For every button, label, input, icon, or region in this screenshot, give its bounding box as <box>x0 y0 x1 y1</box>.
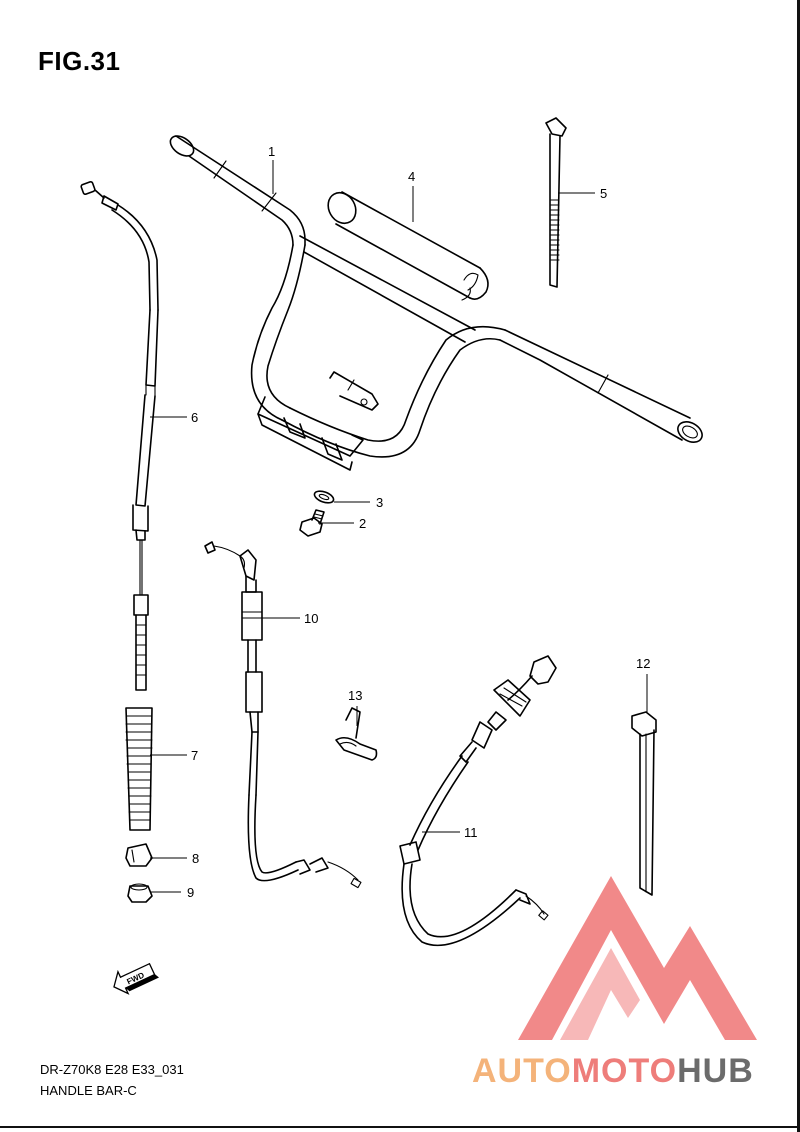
leader-lines <box>150 160 648 893</box>
callout-6: 6 <box>191 410 198 425</box>
watermark-part-auto: AUTO <box>472 1052 572 1090</box>
bellows-boot-part-7 <box>125 707 153 831</box>
page-border-right <box>797 0 800 1132</box>
brake-cable-part-6 <box>80 181 159 691</box>
forward-arrow-icon: FWD <box>113 962 160 995</box>
watermark-part-hub: HUB <box>677 1052 754 1090</box>
grommet-part-9 <box>127 883 153 903</box>
choke-cable-part-11 <box>399 655 557 947</box>
callout-8: 8 <box>192 851 199 866</box>
cable-tie-part-12 <box>631 711 657 896</box>
callout-1: 1 <box>268 144 275 159</box>
handle-bar-pad-part <box>327 191 489 301</box>
callout-2: 2 <box>359 516 366 531</box>
figure-title: FIG.31 <box>38 46 121 76</box>
bolt-part-2 <box>299 509 325 537</box>
callout-3: 3 <box>376 495 383 510</box>
cable-tie-part-5 <box>545 117 567 288</box>
callout-numbers: 1 2 3 4 5 6 7 8 9 10 11 12 13 <box>187 144 650 900</box>
callout-11: 11 <box>464 825 478 840</box>
handle-bar-part <box>169 135 703 471</box>
watermark-text: AUTOMOTOHUB <box>472 1052 754 1090</box>
throttle-cable-part-10 <box>204 541 362 889</box>
washer-part-3 <box>313 490 335 504</box>
callout-5: 5 <box>600 186 607 201</box>
callout-9: 9 <box>187 885 194 900</box>
callout-13: 13 <box>348 688 362 703</box>
cap-part-8 <box>125 843 153 867</box>
figure-code: DR-Z70K8 E28 E33_031 <box>40 1062 184 1077</box>
callout-12: 12 <box>636 656 650 671</box>
figure-name: HANDLE BAR-C <box>40 1083 137 1098</box>
callout-4: 4 <box>408 169 415 184</box>
page-border-bottom <box>0 1126 800 1128</box>
watermark-part-moto: MOTO <box>572 1052 677 1090</box>
callout-7: 7 <box>191 748 198 763</box>
callout-10: 10 <box>304 611 318 626</box>
automotohub-logo-icon <box>518 876 757 1040</box>
cable-clamp-part-13 <box>335 707 378 761</box>
